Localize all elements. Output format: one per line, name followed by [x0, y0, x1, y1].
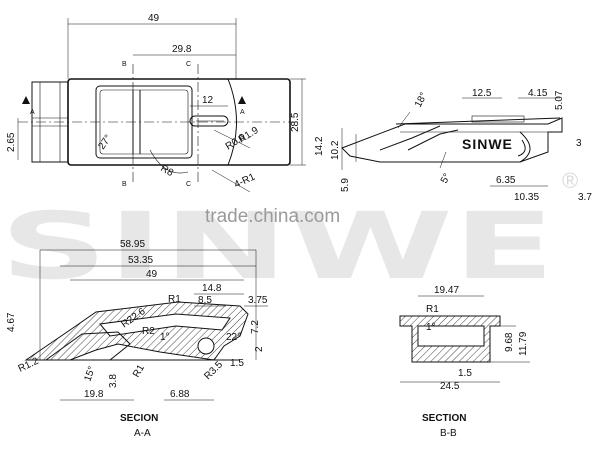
dim-height: 28.5: [290, 112, 301, 132]
svg-text:18°: 18°: [413, 91, 430, 110]
svg-text:5°: 5°: [439, 172, 453, 186]
section-bb-subtitle: B-B: [440, 428, 457, 439]
svg-text:6.35: 6.35: [496, 175, 516, 186]
dim-overall: 49: [148, 13, 160, 24]
side-view-body: [341, 117, 563, 163]
section-b-b: 19.47 R1 1° 9.68 11.79 1.5 24.5 SECTION …: [399, 285, 530, 439]
dim-slot: 12: [202, 95, 214, 106]
side-view-brand: SINWE: [462, 136, 513, 152]
svg-text:C: C: [186, 61, 191, 68]
svg-text:4.67: 4.67: [6, 312, 17, 332]
svg-text:B: B: [122, 181, 127, 188]
svg-text:4-R1: 4-R1: [233, 171, 258, 190]
svg-text:3.75: 3.75: [248, 295, 268, 306]
svg-text:19.8: 19.8: [84, 389, 104, 400]
svg-text:3: 3: [576, 138, 582, 149]
watermark-brand: SINWE: [0, 193, 555, 300]
svg-text:R1: R1: [426, 304, 439, 315]
svg-text:11.79: 11.79: [518, 331, 529, 356]
side-view: SINWE 14.2 10.2 5.9 12.5 4.15 5.07 3 18°…: [314, 88, 592, 203]
svg-text:9.68: 9.68: [504, 332, 515, 352]
dim-left-offset: 2.65: [6, 132, 17, 152]
svg-text:R1: R1: [131, 363, 147, 380]
svg-text:1°: 1°: [160, 332, 170, 343]
section-bb-title: SECTION: [422, 413, 466, 424]
svg-text:19.47: 19.47: [434, 285, 459, 296]
svg-text:A: A: [30, 109, 35, 116]
svg-text:22°: 22°: [226, 332, 241, 343]
svg-text:3.7: 3.7: [578, 192, 592, 203]
svg-text:R2: R2: [142, 326, 155, 337]
section-aa-title: SECION: [120, 413, 158, 424]
svg-text:15°: 15°: [82, 365, 98, 383]
watermark: SINWE ® trade.china.com: [0, 168, 578, 300]
svg-text:49: 49: [146, 269, 158, 280]
svg-text:2: 2: [254, 346, 265, 352]
svg-text:A: A: [240, 109, 245, 116]
svg-text:5.9: 5.9: [340, 178, 351, 192]
svg-text:14.2: 14.2: [314, 136, 325, 156]
svg-text:8.5: 8.5: [198, 295, 212, 306]
svg-text:1°: 1°: [426, 322, 436, 333]
dim-inner: 29.8: [172, 44, 192, 55]
watermark-registered: ®: [562, 168, 578, 193]
svg-text:24.5: 24.5: [440, 381, 460, 392]
svg-text:B: B: [122, 61, 127, 68]
svg-text:5.07: 5.07: [554, 90, 565, 110]
svg-text:6.88: 6.88: [170, 389, 190, 400]
svg-text:27°: 27°: [96, 133, 114, 152]
svg-text:10.35: 10.35: [514, 192, 539, 203]
svg-text:7.2: 7.2: [250, 320, 261, 334]
section-aa-subtitle: A-A: [134, 428, 151, 439]
svg-text:C: C: [186, 181, 191, 188]
svg-text:R3.5: R3.5: [202, 359, 225, 382]
svg-text:12.5: 12.5: [472, 88, 492, 99]
svg-text:R1: R1: [168, 294, 181, 305]
svg-text:58.95: 58.95: [120, 239, 145, 250]
svg-text:1.5: 1.5: [458, 368, 472, 379]
top-view: B B C C A A 49 29.8 12 28.5 2.65 R1.9 R0…: [6, 13, 306, 193]
watermark-site: trade.china.com: [205, 206, 340, 227]
svg-text:3.8: 3.8: [108, 374, 119, 388]
svg-text:1.5: 1.5: [230, 358, 244, 369]
top-view-slot: [189, 115, 229, 127]
svg-text:10.2: 10.2: [330, 140, 341, 160]
svg-text:4.15: 4.15: [528, 88, 548, 99]
svg-text:14.8: 14.8: [202, 283, 222, 294]
svg-text:53.35: 53.35: [128, 255, 153, 266]
